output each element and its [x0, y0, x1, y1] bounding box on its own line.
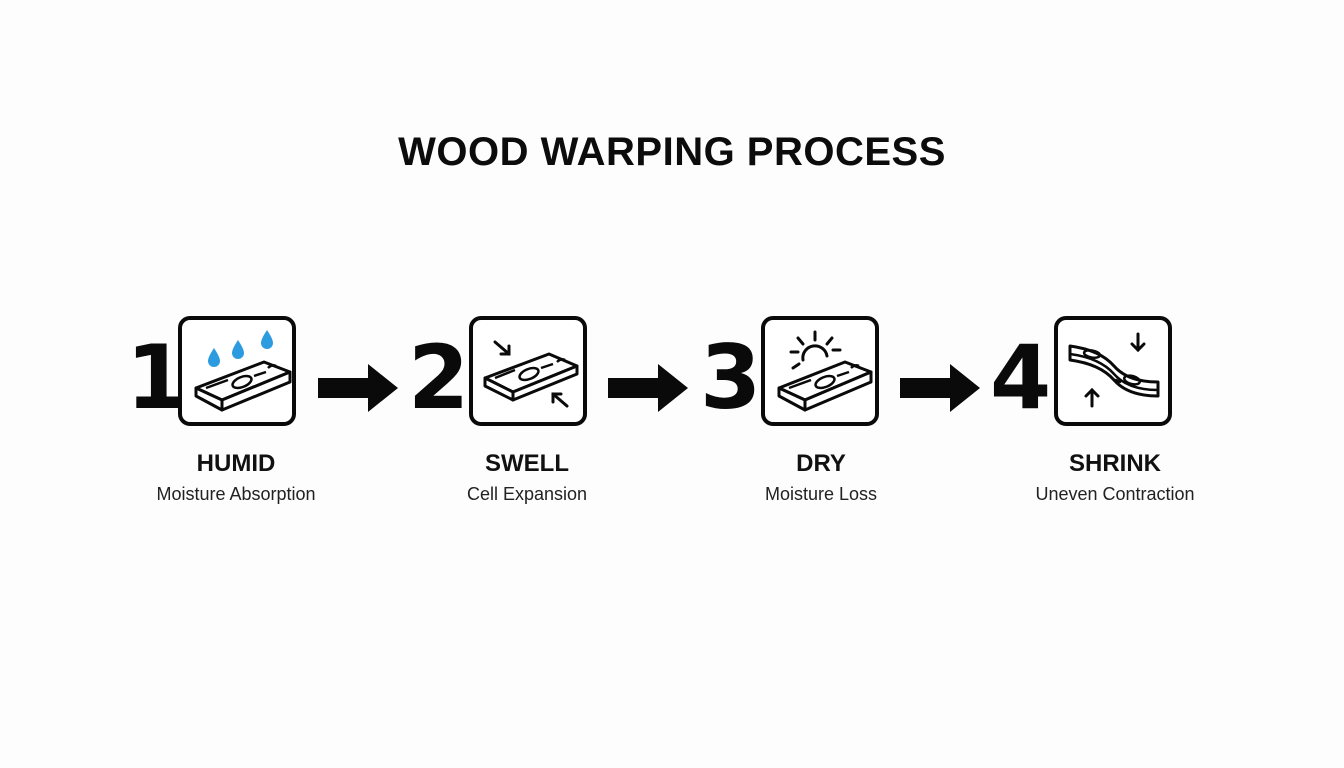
step-2-label: SWELL Cell Expansion — [407, 448, 647, 508]
step-1-label: HUMID Moisture Absorption — [116, 448, 356, 508]
step-number: 1 — [126, 326, 188, 429]
arrow-right-icon — [318, 364, 398, 412]
step-description: Cell Expansion — [466, 484, 588, 504]
step-description: Moisture Loss — [764, 484, 878, 504]
step-number: 2 — [408, 326, 470, 429]
step-description: Uneven Contraction — [1035, 484, 1195, 504]
step-3-label: DRY Moisture Loss — [701, 448, 941, 508]
arrow-right-icon — [900, 364, 980, 412]
step-description: Moisture Absorption — [156, 484, 316, 504]
step-name: HUMID — [196, 450, 276, 477]
step-number: 4 — [990, 326, 1052, 429]
arrow-right-icon — [608, 364, 688, 412]
step-4-label: SHRINK Uneven Contraction — [995, 448, 1235, 508]
step-name: SHRINK — [1068, 450, 1161, 477]
warped-wood-plank-icon — [1054, 316, 1172, 426]
step-name: SWELL — [485, 450, 569, 477]
sun-drying-wood-plank-icon — [761, 316, 879, 426]
step-number: 3 — [700, 326, 762, 429]
diagram-title: WOOD WARPING PROCESS — [398, 130, 946, 174]
step-name: DRY — [796, 450, 846, 477]
expanding-wood-plank-icon — [469, 316, 587, 426]
wet-wood-plank-icon — [178, 316, 296, 426]
